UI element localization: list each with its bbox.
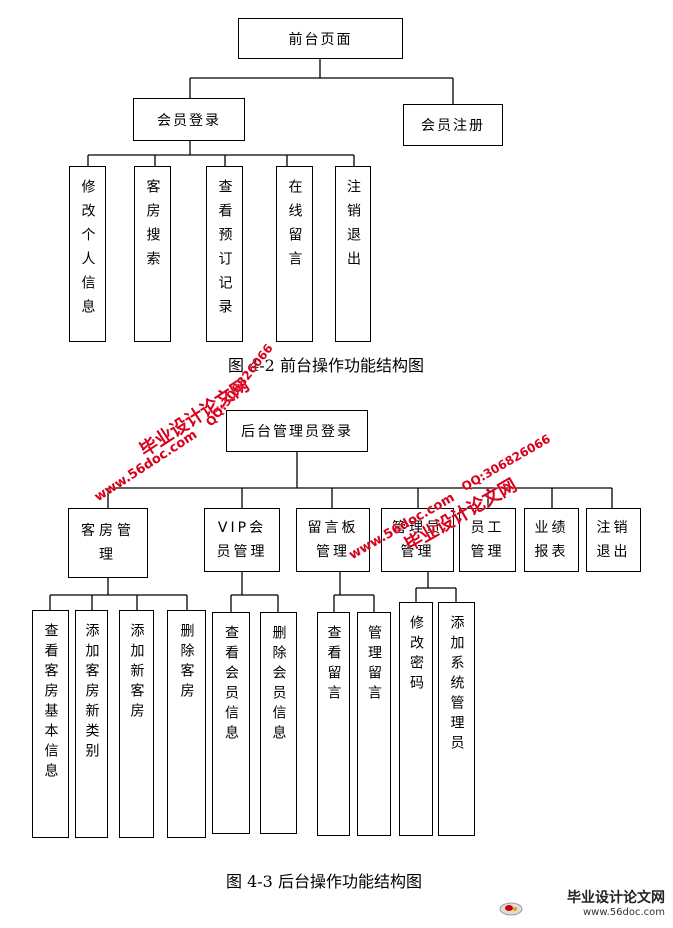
module-vip-management: VIP会员管理 (204, 508, 280, 572)
leaf-manage-messages: 管理留言 (357, 612, 391, 836)
front-page-node: 前台页面 (238, 18, 403, 59)
leaf-view-member-info: 查看会员信息 (212, 612, 250, 834)
leaf-add-room-type: 添加客房新类别 (75, 610, 108, 838)
admin-login-node: 后台管理员登录 (226, 410, 368, 452)
module-message-board: 留言板管理 (296, 508, 370, 572)
module-logout: 注销退出 (586, 508, 641, 572)
footer-logo: 毕业设计论文网 www.56doc.com (567, 887, 665, 918)
module-performance-report: 业绩报表 (524, 508, 579, 572)
leaf-edit-profile: 修改个人信息 (69, 166, 106, 342)
caption-fig-4-2: 图 4-2 前台操作功能结构图 (228, 356, 424, 375)
leaf-view-bookings: 查看预订记录 (206, 166, 243, 342)
logo-icon (499, 902, 523, 916)
leaf-view-room-info: 查看客房基本信息 (32, 610, 69, 838)
member-login-node: 会员登录 (133, 98, 245, 141)
leaf-change-password: 修改密码 (399, 602, 433, 836)
footer-logo-url: www.56doc.com (582, 907, 665, 918)
footer-logo-title: 毕业设计论文网 (567, 890, 665, 906)
leaf-room-search: 客房搜索 (134, 166, 171, 342)
member-register-node: 会员注册 (403, 104, 503, 146)
module-room-management: 客房管理 (68, 508, 148, 578)
leaf-view-messages: 查看留言 (317, 612, 350, 836)
module-admin-management: 管理员管理 (381, 508, 454, 572)
leaf-delete-member-info: 删除会员信息 (260, 612, 297, 834)
module-staff-management: 员工管理 (459, 508, 516, 572)
leaf-logout: 注销退出 (335, 166, 371, 342)
leaf-add-room: 添加新客房 (119, 610, 154, 838)
leaf-add-system-admin: 添加系统管理员 (438, 602, 475, 836)
caption-fig-4-3: 图 4-3 后台操作功能结构图 (226, 872, 422, 891)
leaf-online-message: 在线留言 (276, 166, 313, 342)
leaf-delete-room: 删除客房 (167, 610, 206, 838)
